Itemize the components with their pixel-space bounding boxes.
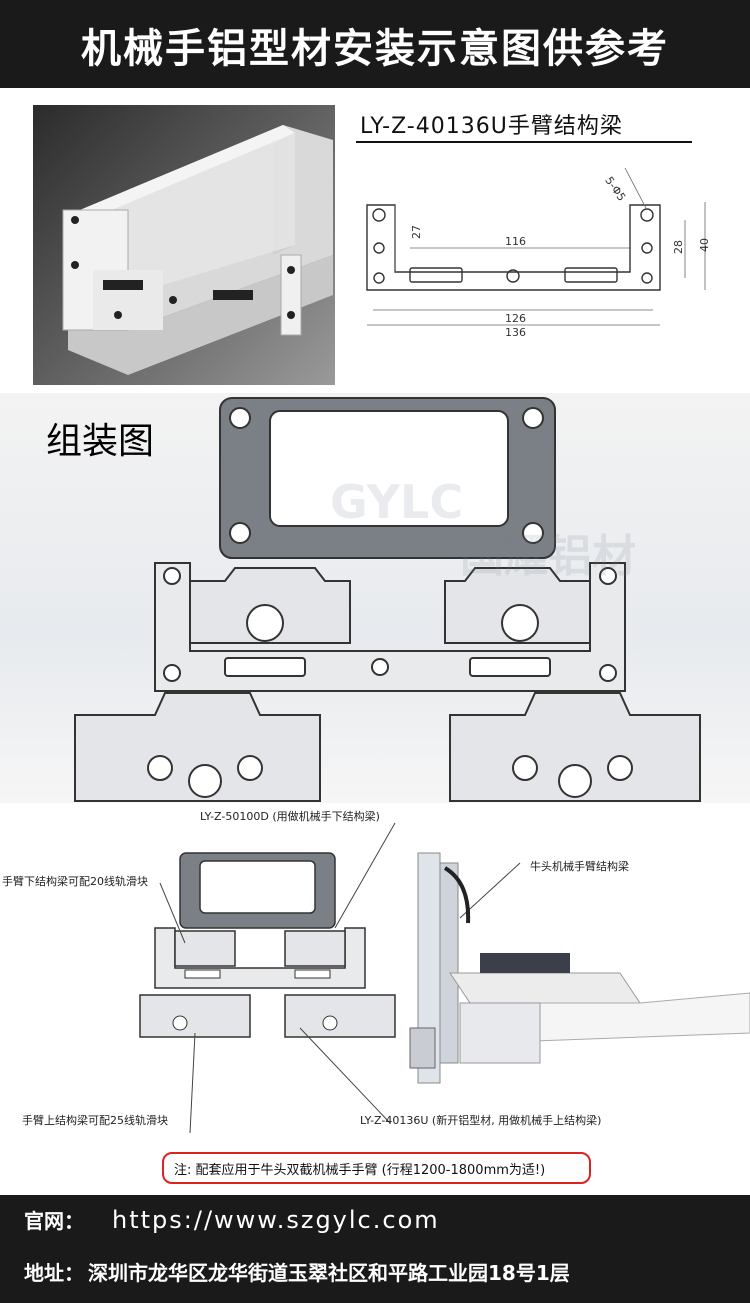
- address-text: 深圳市龙华区龙华街道玉翠社区和平路工业园18号1层: [88, 1261, 570, 1285]
- dim-27: 27: [410, 225, 423, 239]
- dim-40: 40: [698, 238, 711, 252]
- assembly-label: 组装图: [46, 421, 155, 462]
- address-row: 地址：深圳市龙华区龙华街道玉翠社区和平路工业园18号1层: [24, 1257, 570, 1286]
- dim-holes: 5-Φ5: [602, 174, 628, 203]
- callout-upper-slide: 手臂上结构梁可配25线轨滑块: [22, 1114, 168, 1127]
- page-title: 机械手铝型材安装示意图供参考: [81, 26, 669, 72]
- website-link[interactable]: https://www.szgylc.com: [112, 1206, 440, 1234]
- callout-top-beam: LY-Z-50100D (用做机械手下结构梁): [200, 810, 380, 823]
- profile-render: [62, 125, 333, 375]
- callout-lower-slide: 手臂下结构梁可配20线轨滑块: [2, 875, 148, 888]
- product-photo: [33, 105, 335, 385]
- technical-drawing: 5-Φ5 27 116 28 40 126 136: [366, 167, 711, 339]
- website-row: 官网： https://www.szgylc.com: [24, 1205, 440, 1234]
- dimension-drawing: 5-Φ5 27 116 28 40 126 136: [355, 150, 725, 350]
- website-label: 官网：: [24, 1209, 84, 1233]
- callout-bottom-beam: LY-Z-40136U (新开铝型材, 用做机械手上结构梁): [360, 1114, 602, 1127]
- note-text: 注: 配套应用于牛头双截机械手手臂 (行程1200-1800mm为适!): [174, 1163, 546, 1178]
- model-title: LY-Z-40136U手臂结构梁: [360, 114, 623, 139]
- note-box: 注: 配套应用于牛头双截机械手手臂 (行程1200-1800mm为适!): [162, 1152, 591, 1184]
- title-underline: [356, 141, 692, 143]
- address-label: 地址：: [24, 1261, 84, 1285]
- assembly-diagram: [70, 393, 710, 803]
- lower-section: [0, 803, 750, 1195]
- dim-126: 126: [505, 312, 526, 325]
- callout-crane-arm: 牛头机械手臂结构梁: [530, 860, 629, 873]
- dim-116: 116: [505, 235, 526, 248]
- lower-diagram: [139, 822, 750, 1134]
- dim-136: 136: [505, 326, 526, 339]
- dim-28: 28: [672, 240, 685, 254]
- footer-bar: 官网： https://www.szgylc.com 地址：深圳市龙华区龙华街道玉…: [0, 1195, 750, 1303]
- assembly-drawing: [74, 397, 701, 802]
- header-bar: 机械手铝型材安装示意图供参考: [0, 0, 750, 88]
